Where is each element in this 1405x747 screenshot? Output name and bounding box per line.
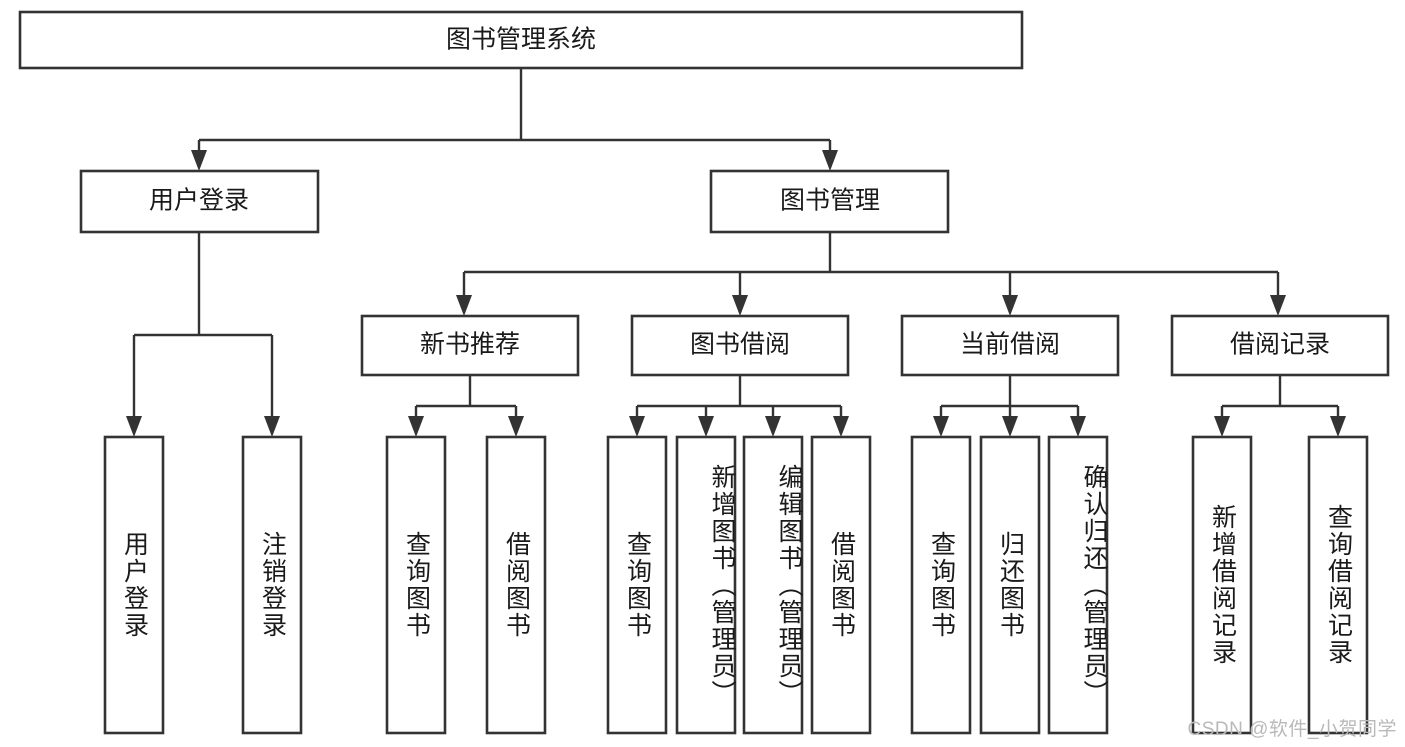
node-borrow-record-box[interactable] (1170, 314, 1390, 377)
node-book-manage-label: 图书管理 (780, 187, 880, 215)
node-leaf-query-book-3-box[interactable] (910, 435, 972, 735)
arrow-head-book-manage (822, 150, 838, 171)
arrow-head-leaf-borrow-book-1 (508, 416, 524, 437)
node-user-login[interactable]: 用户登录 (79, 169, 320, 234)
arrow-head-leaf-borrow-book-2 (833, 416, 849, 437)
arrow-head-new-book-recommend (456, 295, 472, 316)
node-leaf-borrow-book-2-box[interactable] (810, 435, 872, 735)
node-borrow-record-label: 借阅记录 (1230, 331, 1330, 359)
node-current-borrow[interactable]: 当前借阅 (900, 314, 1120, 377)
node-leaf-logout-login-box[interactable] (241, 435, 303, 735)
connector-book-manage-to-level3 (456, 232, 1286, 316)
node-new-book-recommend-label: 新书推荐 (420, 331, 520, 359)
arrow-head-leaf-query-book-3 (933, 416, 949, 437)
connector-new-book-recommend-to-leaves (408, 375, 524, 437)
node-leaf-confirm-return-box[interactable] (1047, 435, 1109, 735)
node-user-login-box[interactable] (79, 169, 320, 234)
arrow-head-user-login (191, 150, 207, 171)
node-leaf-query-book-2-box[interactable] (606, 435, 668, 735)
node-book-borrow[interactable]: 图书借阅 (630, 314, 850, 377)
node-leaf-query-book-1-box[interactable] (385, 435, 447, 735)
arrow-head-book-borrow (732, 295, 748, 316)
connector-book-borrow-to-leaves (629, 375, 849, 437)
connector-user-login-to-leaves (126, 232, 280, 437)
node-current-borrow-label: 当前借阅 (960, 331, 1060, 359)
node-book-manage[interactable]: 图书管理 (709, 169, 950, 234)
node-root-label: 图书管理系统 (446, 26, 596, 54)
node-new-book-recommend[interactable]: 新书推荐 (360, 314, 580, 377)
node-leaf-edit-book-box[interactable] (742, 435, 804, 735)
connector-root-to-level2 (191, 68, 838, 171)
node-book-borrow-box[interactable] (630, 314, 850, 377)
node-book-manage-box[interactable] (709, 169, 950, 234)
arrow-head-leaf-user-login (126, 416, 142, 437)
node-borrow-record[interactable]: 借阅记录 (1170, 314, 1390, 377)
node-leaf-borrow-book-1-box[interactable] (485, 435, 547, 735)
node-root-box[interactable] (18, 10, 1024, 70)
arrow-head-leaf-query-book-2 (629, 416, 645, 437)
arrow-head-borrow-record (1270, 295, 1286, 316)
node-user-login-label: 用户登录 (149, 187, 249, 215)
node-leaf-return-book-box[interactable] (979, 435, 1041, 735)
arrow-head-current-borrow (1002, 295, 1018, 316)
arrow-head-leaf-add-record (1214, 416, 1230, 437)
connector-current-borrow-to-leaves (933, 375, 1086, 437)
node-book-borrow-label: 图书借阅 (690, 331, 790, 359)
watermark: CSDN @软件_小贺同学 (1187, 719, 1397, 740)
arrow-head-leaf-return-book (1002, 416, 1018, 437)
arrow-head-leaf-edit-book (765, 416, 781, 437)
node-leaf-add-book-box[interactable] (675, 435, 737, 735)
node-leaf-user-login-box[interactable] (103, 435, 165, 735)
node-root[interactable]: 图书管理系统 (18, 10, 1024, 70)
arrow-head-leaf-query-book-1 (408, 416, 424, 437)
arrow-head-leaf-confirm-return (1070, 416, 1086, 437)
node-new-book-recommend-box[interactable] (360, 314, 580, 377)
node-leaf-add-record-box[interactable] (1191, 435, 1253, 735)
arrow-head-leaf-add-book (698, 416, 714, 437)
node-leaf-query-record-box[interactable] (1307, 435, 1369, 735)
node-current-borrow-box[interactable] (900, 314, 1120, 377)
connector-borrow-record-to-leaves (1214, 375, 1346, 437)
arrow-head-leaf-query-record (1330, 416, 1346, 437)
leaf-boxes (103, 435, 1369, 735)
arrow-head-leaf-logout-login (264, 416, 280, 437)
